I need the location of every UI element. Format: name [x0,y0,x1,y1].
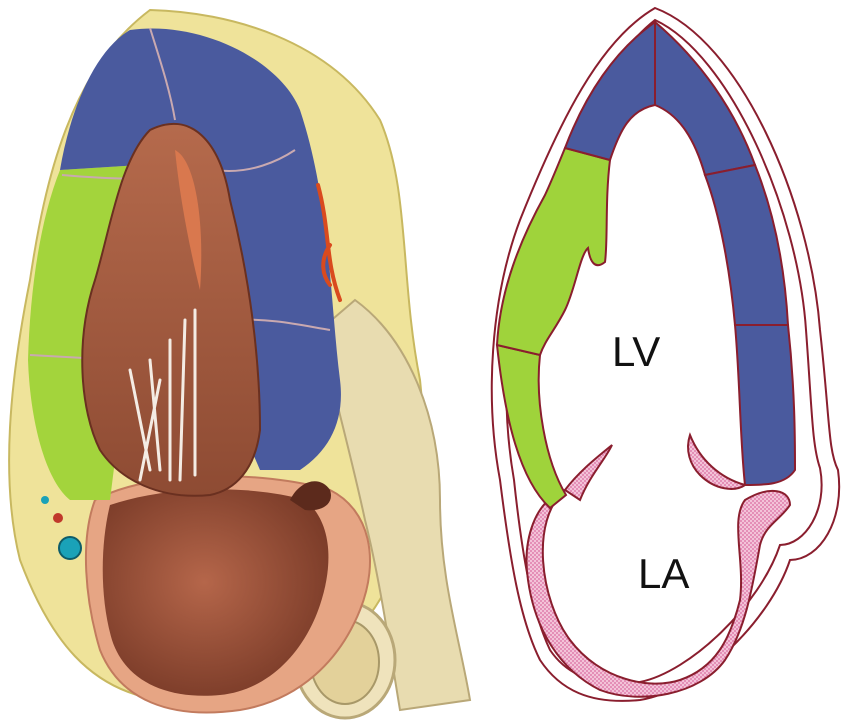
vessel-cross-section-1 [59,537,81,559]
vessel-cross-section-2 [53,513,63,523]
mitral-leaflet-left [565,445,612,500]
septal-segment-basal [735,325,795,485]
apical-segment-left [565,22,655,160]
schematic-diagram: LV LA [492,8,839,701]
anatomical-illustration [9,10,470,718]
lateral-wall-segment-mid [497,148,610,355]
vessel-cross-section-3 [41,496,49,504]
la-label: LA [638,550,689,597]
lv-label: LV [612,328,660,375]
apical-segment-right [655,22,755,175]
mitral-leaflet-right [688,435,745,489]
